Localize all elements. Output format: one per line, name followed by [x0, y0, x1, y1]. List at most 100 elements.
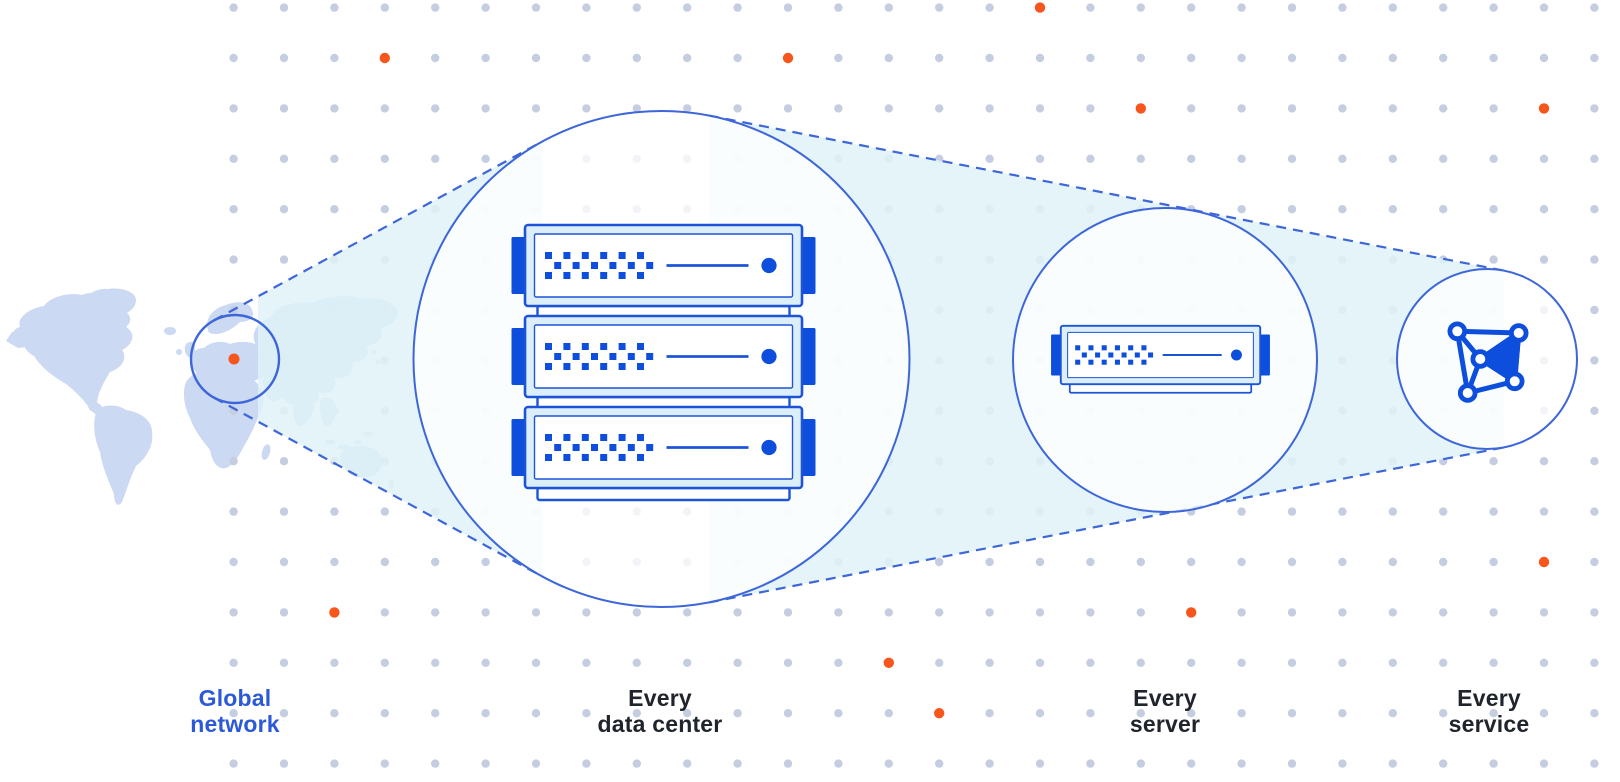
grid-dot	[884, 608, 893, 617]
grid-dot	[985, 709, 994, 718]
grid-dot	[1237, 53, 1246, 63]
grid-dot	[632, 608, 641, 617]
grid-dot	[1590, 356, 1599, 365]
grid-dot	[330, 205, 339, 214]
grid-dot	[380, 205, 389, 214]
grid-dot	[1237, 709, 1246, 718]
grid-dot	[1237, 507, 1246, 516]
grid-dot	[279, 205, 289, 214]
grid-dot	[330, 53, 339, 63]
label-every-server: Every server	[1129, 685, 1201, 737]
grid-dot	[985, 3, 994, 12]
grid-dot	[1086, 3, 1095, 12]
grid-dot	[380, 507, 389, 516]
grid-dot	[1338, 3, 1347, 12]
accent-dot	[782, 52, 794, 64]
grid-dot	[1489, 3, 1498, 12]
grid-dot	[1489, 457, 1498, 466]
grid-dot	[431, 154, 440, 163]
grid-dot	[1489, 709, 1498, 718]
grid-dot	[1388, 658, 1398, 667]
accent-dot	[934, 708, 945, 719]
grid-dot	[1539, 507, 1549, 516]
accent-dot	[1186, 607, 1197, 618]
grid-dot	[431, 608, 440, 617]
accent-dot	[379, 52, 390, 64]
grid-dot	[1287, 759, 1297, 768]
grid-dot	[1338, 104, 1347, 113]
grid-dot	[531, 104, 541, 113]
grid-dot	[380, 759, 389, 768]
grid-dot	[1338, 154, 1347, 163]
grid-dot	[1439, 3, 1448, 12]
grid-dot	[1439, 709, 1448, 718]
grid-dot	[1590, 658, 1599, 667]
grid-dot	[683, 53, 692, 63]
grid-dot	[1287, 205, 1297, 214]
grid-dot	[733, 3, 742, 12]
grid-dot	[1035, 608, 1045, 617]
grid-dot	[531, 658, 541, 667]
grid-dot	[1086, 608, 1095, 617]
grid-dot	[834, 759, 843, 768]
grid-dot	[1439, 154, 1448, 163]
grid-dot	[1439, 104, 1448, 113]
grid-dot	[1136, 53, 1146, 63]
grid-dot	[632, 3, 641, 12]
grid-dot	[1136, 658, 1146, 667]
grid-dot	[1086, 709, 1095, 718]
grid-dot	[1035, 154, 1045, 163]
location-dot-icon	[228, 353, 240, 365]
grid-dot	[985, 658, 994, 667]
grid-dot	[783, 658, 793, 667]
grid-dot	[1338, 205, 1347, 214]
grid-dot	[330, 3, 339, 12]
grid-dot	[531, 759, 541, 768]
grid-dot	[1439, 507, 1448, 516]
grid-dot	[1489, 759, 1498, 768]
grid-dot	[783, 3, 793, 12]
grid-dot	[935, 53, 944, 63]
grid-dot	[582, 658, 591, 667]
grid-dot	[1489, 104, 1498, 113]
grid-dot	[1388, 205, 1398, 214]
grid-dot	[1590, 608, 1599, 617]
grid-dot	[834, 53, 843, 63]
grid-dot	[481, 557, 490, 567]
label-every-service: Every service	[1448, 685, 1530, 737]
grid-dot	[632, 759, 641, 768]
grid-dot	[1338, 608, 1347, 617]
grid-dot	[884, 53, 893, 63]
grid-dot	[229, 709, 238, 718]
grid-dot	[1338, 53, 1347, 63]
grid-dot	[733, 53, 742, 63]
rack-server-3	[510, 405, 817, 502]
grid-dot	[834, 608, 843, 617]
grid-dot	[279, 759, 289, 768]
grid-dot	[1489, 205, 1498, 214]
grid-dot	[1439, 205, 1448, 214]
grid-dot	[1489, 53, 1498, 63]
grid-dot	[1489, 507, 1498, 516]
grid-dot	[1590, 709, 1599, 718]
grid-dot	[279, 53, 289, 63]
grid-dot	[1287, 507, 1297, 516]
grid-dot	[884, 759, 893, 768]
grid-dot	[733, 759, 742, 768]
globe-region-circle	[189, 313, 281, 405]
grid-dot	[279, 3, 289, 12]
grid-dot	[380, 709, 389, 718]
grid-dot	[834, 104, 843, 113]
grid-dot	[279, 104, 289, 113]
grid-dot	[279, 154, 289, 163]
grid-dot	[481, 154, 490, 163]
grid-dot	[1439, 557, 1448, 567]
grid-dot	[1539, 709, 1549, 718]
grid-dot	[431, 104, 440, 113]
grid-dot	[935, 104, 944, 113]
grid-dot	[1187, 658, 1196, 667]
grid-dot	[380, 658, 389, 667]
grid-dot	[1338, 759, 1347, 768]
grid-dot	[1287, 53, 1297, 63]
grid-dot	[1439, 608, 1448, 617]
